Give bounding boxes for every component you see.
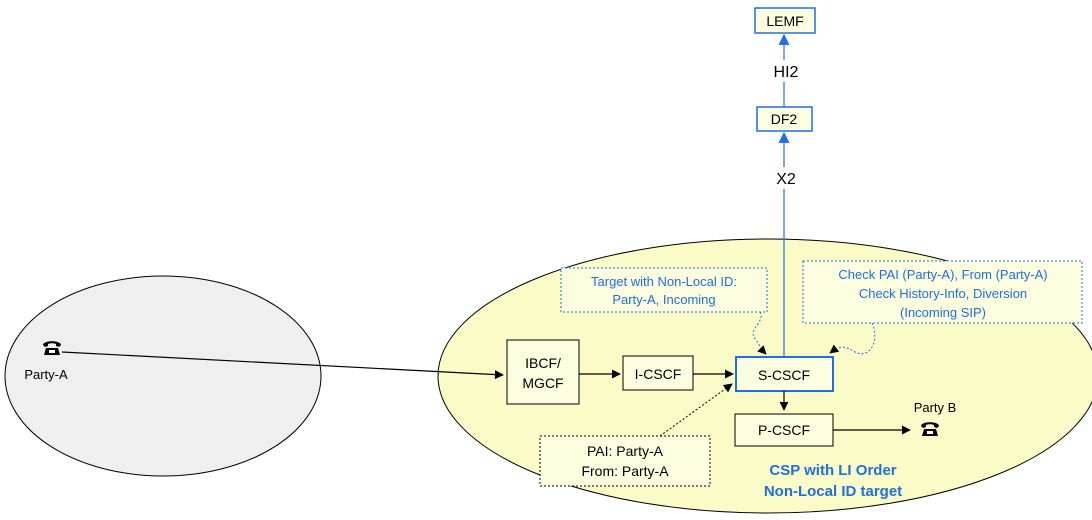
x2-label-bg	[770, 167, 800, 189]
pcscf-label: P-CSCF	[758, 422, 810, 438]
target-note-box	[560, 267, 768, 313]
ibcf-mgcf-node	[506, 339, 580, 405]
pai-note-line2: From: Party-A	[581, 463, 669, 479]
ibcf-label-line1: IBCF/	[525, 355, 561, 371]
check-note-connector	[829, 322, 876, 355]
csp-caption-line1: CSP with LI Order	[769, 462, 896, 479]
party-a-to-ibcf-arrow	[61, 351, 504, 380]
pai-note-connector	[659, 383, 733, 437]
icscf-label: I-CSCF	[635, 366, 682, 382]
target-note-line1: Target with Non-Local ID:	[591, 274, 737, 289]
hi2-label-bg	[767, 60, 803, 82]
ibcf-label-line2: MGCF	[522, 375, 563, 391]
scscf-label: S-CSCF	[758, 367, 810, 383]
target-note-line2: Party-A, Incoming	[612, 292, 715, 307]
df2-label: DF2	[771, 111, 798, 127]
csp-caption-line2: Non-Local ID target	[764, 483, 902, 500]
check-note-line1: Check PAI (Party-A), From (Party-A)	[838, 267, 1047, 282]
scscf-node	[735, 356, 834, 392]
party-b-label: Party B	[914, 400, 957, 415]
icscf-node	[622, 355, 694, 391]
check-note-line2: Check History-Info, Diversion	[859, 286, 1027, 301]
check-note-box	[802, 260, 1083, 324]
lemf-node	[754, 7, 816, 34]
pai-note-box	[539, 435, 711, 487]
lemf-label: LEMF	[766, 13, 803, 29]
pai-note-line1: PAI: Party-A	[587, 443, 664, 459]
origin-network-ellipse	[4, 275, 322, 477]
x2-label: X2	[776, 171, 796, 188]
target-note-connector	[752, 311, 767, 355]
check-note-line3: (Incoming SIP)	[900, 305, 986, 320]
party-a-label: Party-A	[24, 367, 68, 382]
hi2-label: HI2	[774, 64, 799, 81]
